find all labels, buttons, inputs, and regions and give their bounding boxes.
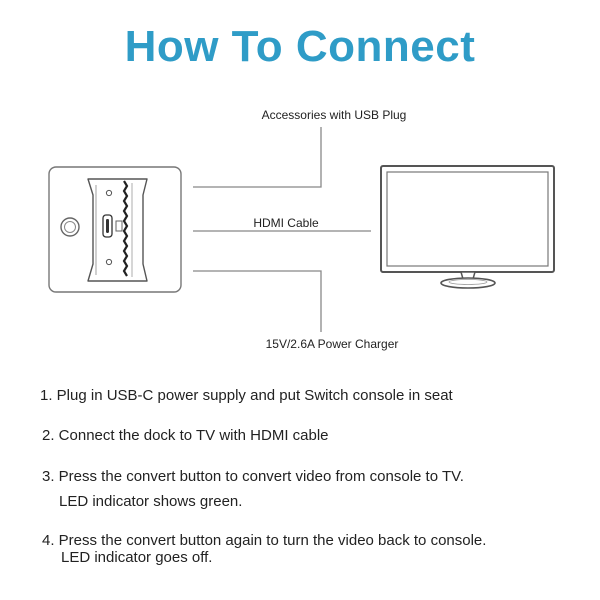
power-connector-line	[193, 270, 322, 332]
step-3-text: 3. Press the convert button to convert v…	[42, 468, 464, 485]
dock-device-icon	[48, 166, 182, 293]
power-label: 15V/2.6A Power Charger	[266, 337, 399, 351]
step-4-text: 4. Press the convert button again to tur…	[42, 532, 487, 549]
usb-connector-line	[193, 127, 322, 188]
step-4-subtext: LED indicator goes off.	[61, 549, 213, 566]
hdmi-label: HDMI Cable	[253, 216, 319, 230]
connection-diagram: Accessories with USB Plug HDMI Cable 15V…	[48, 108, 555, 351]
tv-icon	[380, 165, 555, 289]
step-1-text: 1. Plug in USB-C power supply and put Sw…	[40, 387, 453, 404]
step-2-text: 2. Connect the dock to TV with HDMI cabl…	[42, 427, 329, 444]
page-title: How To Connect	[124, 22, 476, 71]
usb-label: Accessories with USB Plug	[262, 108, 407, 122]
step-3-subtext: LED indicator shows green.	[59, 493, 243, 510]
